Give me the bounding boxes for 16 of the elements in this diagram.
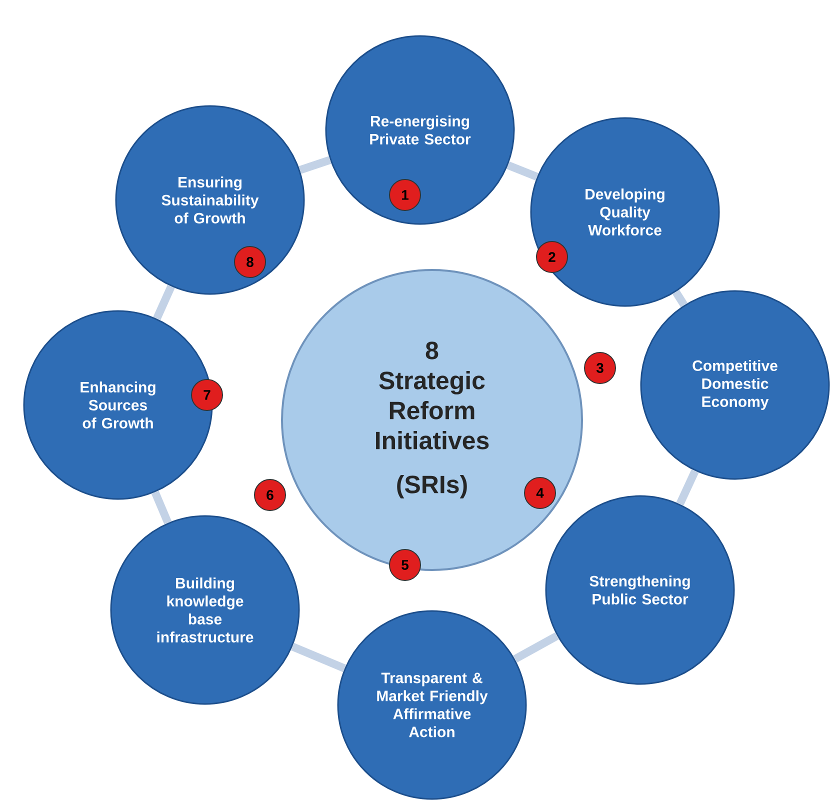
number-badge: 4 bbox=[524, 477, 556, 509]
ring-connector bbox=[513, 632, 560, 663]
number-badge: 7 bbox=[191, 379, 223, 411]
number-badge: 5 bbox=[389, 549, 421, 581]
ring-connector bbox=[506, 161, 539, 181]
number-badge: 2 bbox=[536, 241, 568, 273]
number-badge: 8 bbox=[234, 246, 266, 278]
number-badge: 1 bbox=[389, 179, 421, 211]
number-badge: 6 bbox=[254, 479, 286, 511]
ring-connector bbox=[298, 156, 332, 174]
ring-connector bbox=[290, 642, 346, 672]
ring-connector bbox=[153, 284, 175, 320]
ring-connector bbox=[676, 469, 699, 506]
ring-connector bbox=[151, 490, 172, 524]
ring-connector bbox=[672, 290, 688, 308]
number-badge: 3 bbox=[584, 352, 616, 384]
